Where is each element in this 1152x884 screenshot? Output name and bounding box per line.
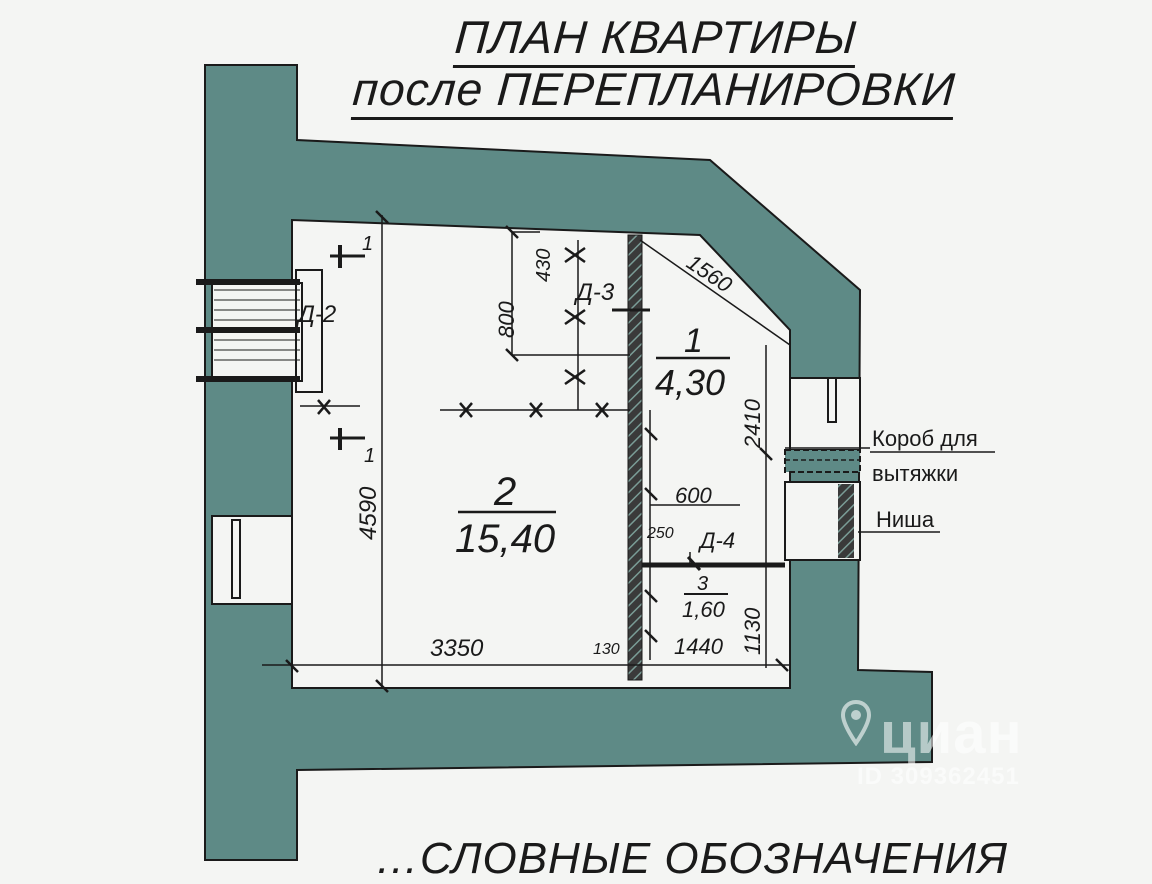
niche-hatched-wall bbox=[838, 484, 854, 558]
watermark-id: ID 309362451 bbox=[857, 763, 1020, 790]
section-mark-bottom-label: 1 bbox=[364, 445, 375, 467]
dim-430: 430 bbox=[533, 249, 555, 282]
dim-3350: 3350 bbox=[430, 635, 484, 662]
room2-number: 2 bbox=[493, 470, 516, 514]
room1-area: 4,30 bbox=[655, 362, 725, 403]
door-d2-label: Д-2 bbox=[295, 301, 336, 328]
dim-1440: 1440 bbox=[674, 634, 724, 659]
stair-window-left bbox=[196, 279, 303, 382]
dimension-lines bbox=[262, 215, 791, 688]
dim-2410: 2410 bbox=[740, 398, 765, 449]
dim-4590: 4590 bbox=[355, 486, 382, 540]
left-window-2-glass bbox=[231, 519, 241, 599]
duct-box bbox=[784, 449, 861, 473]
floor-plan: 1 4,30 2 15,40 3 1,60 Д-2 Д-3 Д-4 1 1 43… bbox=[196, 64, 995, 861]
section-mark-top-label: 1 bbox=[362, 233, 373, 255]
dim-250: 250 bbox=[646, 525, 674, 542]
room1-number: 1 bbox=[684, 322, 703, 360]
room3-number: 3 bbox=[697, 573, 708, 595]
watermark-brand: циан bbox=[880, 701, 1023, 766]
dim-800: 800 bbox=[494, 301, 519, 338]
legend-heading-partial: …СЛОВНЫЕ ОБОЗНАЧЕНИЯ bbox=[375, 834, 1008, 883]
partition-wall-main bbox=[627, 234, 643, 681]
dim-600: 600 bbox=[675, 483, 712, 508]
duct-label-line1: Короб для bbox=[872, 426, 978, 451]
door-d2-frame bbox=[295, 269, 323, 393]
location-pin-icon bbox=[840, 700, 872, 746]
section-marker-top bbox=[330, 245, 365, 268]
door-d4-symbol bbox=[686, 555, 702, 572]
niche-label: Ниша bbox=[876, 507, 935, 532]
right-window-glass bbox=[827, 377, 837, 423]
room3-area: 1,60 bbox=[682, 597, 726, 622]
door-d4-label: Д-4 bbox=[697, 528, 735, 553]
right-window bbox=[789, 377, 861, 451]
dim-130: 130 bbox=[593, 641, 620, 658]
door-d3-label: Д-3 bbox=[573, 279, 615, 306]
duct-label-line2: вытяжки bbox=[872, 461, 958, 486]
dimension-ticks bbox=[285, 210, 789, 693]
section-marker-bottom bbox=[330, 428, 365, 450]
left-window-2 bbox=[211, 515, 293, 605]
dim-1130: 1130 bbox=[740, 607, 765, 655]
room2-area: 15,40 bbox=[455, 517, 555, 561]
